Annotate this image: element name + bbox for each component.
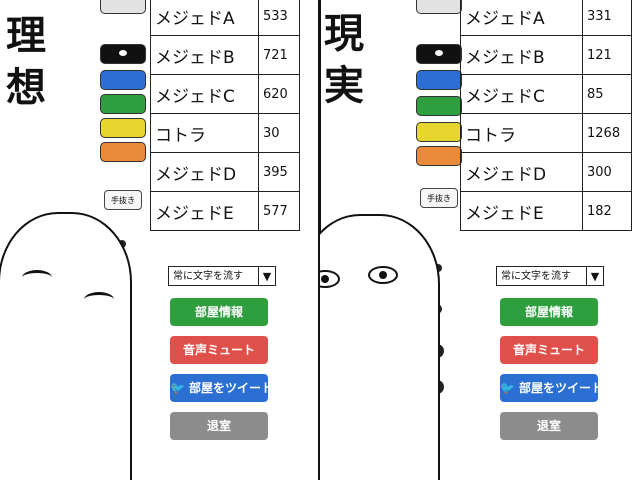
open-eye-icon <box>320 270 340 288</box>
room-name: メジェドB <box>460 35 583 75</box>
tweet-room-button[interactable]: 🐦部屋をツイート <box>170 374 273 402</box>
mini-button[interactable]: 手抜き <box>104 190 142 210</box>
room-name: メジェドE <box>460 191 583 231</box>
tweet-room-label: 部屋をツイート <box>188 381 273 395</box>
mute-audio-button[interactable]: 音声ミュート <box>170 336 268 364</box>
reality-title: 現実 <box>324 11 364 109</box>
color-swatch-gray[interactable] <box>100 0 146 14</box>
room-name: メジェドA <box>150 0 259 36</box>
open-eye-icon <box>368 266 398 284</box>
color-swatch-yellow[interactable] <box>416 122 462 142</box>
room-count: 30 <box>258 113 300 153</box>
room-count: 182 <box>582 191 632 231</box>
closed-eye-icon <box>22 270 52 285</box>
room-count: 331 <box>582 0 632 36</box>
color-swatch-green[interactable] <box>416 96 462 116</box>
room-name: メジェドC <box>150 74 259 114</box>
room-info-button[interactable]: 部屋情報 <box>500 298 598 326</box>
room-count: 533 <box>258 0 300 36</box>
color-swatch-orange[interactable] <box>100 142 146 162</box>
room-name: メジェドB <box>150 35 259 75</box>
bird-icon: 🐦 <box>170 381 185 395</box>
color-swatch-green[interactable] <box>100 94 146 114</box>
room-count: 1268 <box>582 113 632 153</box>
triangle-down-icon: ▼ <box>258 267 275 285</box>
color-swatch-blue[interactable] <box>416 70 462 90</box>
color-swatch-yellow[interactable] <box>100 118 146 138</box>
room-info-button[interactable]: 部屋情報 <box>170 298 268 326</box>
room-name: メジェドA <box>460 0 583 36</box>
color-swatch-orange[interactable] <box>416 146 462 166</box>
room-count: 121 <box>582 35 632 75</box>
text-flow-select[interactable]: 常に文字を流す ▼ <box>168 266 276 286</box>
room-count: 577 <box>258 191 300 231</box>
tweet-room-label: 部屋をツイート <box>518 381 603 395</box>
room-name: メジェドD <box>460 152 583 192</box>
room-count: 85 <box>582 74 632 114</box>
color-swatch-gray[interactable] <box>416 0 462 14</box>
color-swatch-black[interactable] <box>100 44 146 64</box>
mini-button[interactable]: 手抜き <box>420 188 458 208</box>
select-value: 常に文字を流す <box>173 271 243 282</box>
closed-eye-icon <box>84 292 114 307</box>
room-name: メジェドE <box>150 191 259 231</box>
text-flow-select[interactable]: 常に文字を流す ▼ <box>496 266 604 286</box>
room-name: メジェドD <box>150 152 259 192</box>
room-name: メジェドC <box>460 74 583 114</box>
room-name: コトラ <box>150 113 259 153</box>
room-count: 721 <box>258 35 300 75</box>
tweet-room-button[interactable]: 🐦部屋をツイート <box>500 374 603 402</box>
mute-audio-button[interactable]: 音声ミュート <box>500 336 598 364</box>
room-name: コトラ <box>460 113 583 153</box>
bird-icon: 🐦 <box>500 381 515 395</box>
room-count: 300 <box>582 152 632 192</box>
leave-room-button[interactable]: 退室 <box>500 412 598 440</box>
triangle-down-icon: ▼ <box>586 267 603 285</box>
leave-room-button[interactable]: 退室 <box>170 412 268 440</box>
mejed-character-staring <box>320 214 440 480</box>
color-swatch-blue[interactable] <box>100 70 146 90</box>
mejed-character-happy <box>0 212 132 480</box>
ideal-title: 理想 <box>6 13 46 111</box>
room-count: 620 <box>258 74 300 114</box>
color-swatch-black[interactable] <box>416 44 462 64</box>
select-value: 常に文字を流す <box>501 271 571 282</box>
room-count: 395 <box>258 152 300 192</box>
